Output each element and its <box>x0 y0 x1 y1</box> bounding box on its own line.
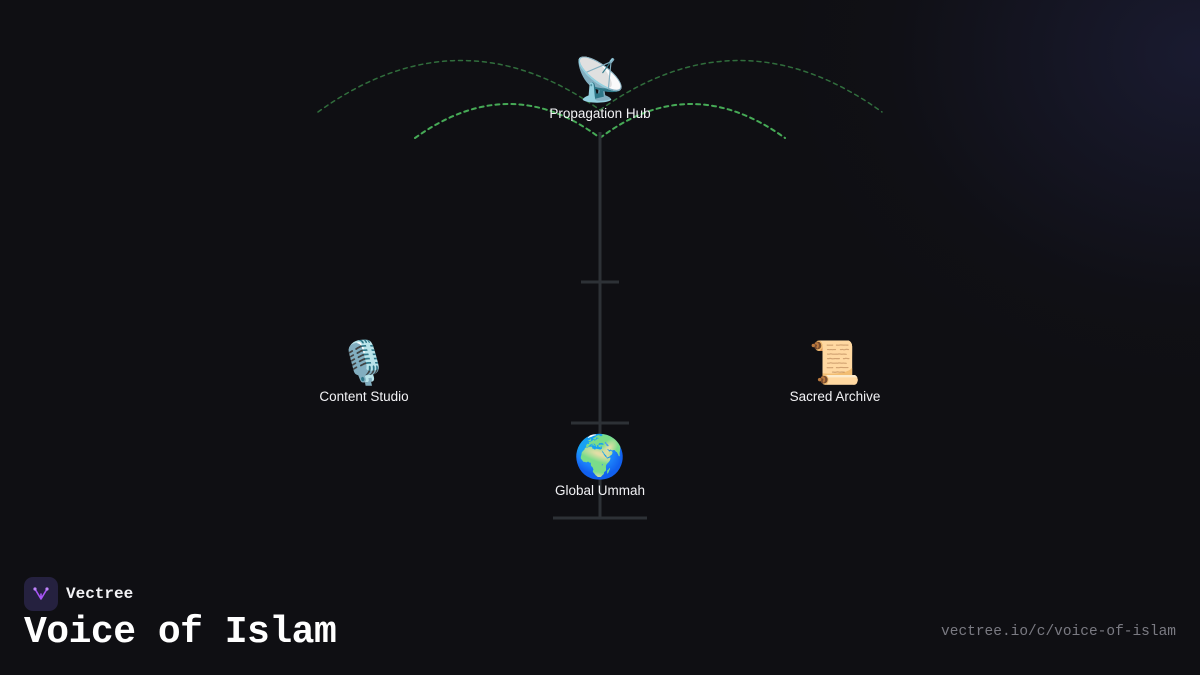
node-global-ummah[interactable]: 🌍 Global Ummah <box>530 432 670 499</box>
microphone-icon: 🎙️ <box>337 338 391 387</box>
brand-name: Vectree <box>66 585 134 603</box>
brand[interactable]: Vectree <box>24 577 133 611</box>
outer-wave-right <box>599 59 883 113</box>
satellite-dish-icon: 📡 <box>573 55 627 104</box>
node-label: Sacred Archive <box>789 389 881 404</box>
inner-wave-left <box>414 103 601 139</box>
node-propagation-hub[interactable]: 📡 Propagation Hub <box>530 55 670 122</box>
vectree-logo-icon <box>24 577 58 611</box>
node-content-studio[interactable]: 🎙️ Content Studio <box>294 338 434 405</box>
node-sacred-archive[interactable]: 📜 Sacred Archive <box>765 338 905 405</box>
node-label: Propagation Hub <box>549 106 651 121</box>
node-label: Global Ummah <box>554 483 646 498</box>
trunk <box>553 132 647 520</box>
page-title: Voice of Islam <box>24 611 337 654</box>
inner-wave-right <box>599 103 786 139</box>
globe-icon: 🌍 <box>573 432 627 481</box>
page-url[interactable]: vectree.io/c/voice-of-islam <box>941 624 1176 640</box>
node-label: Content Studio <box>319 389 409 404</box>
broadcast-waves <box>317 59 883 139</box>
outer-wave-left <box>317 59 601 113</box>
scroll-icon: 📜 <box>808 338 862 387</box>
